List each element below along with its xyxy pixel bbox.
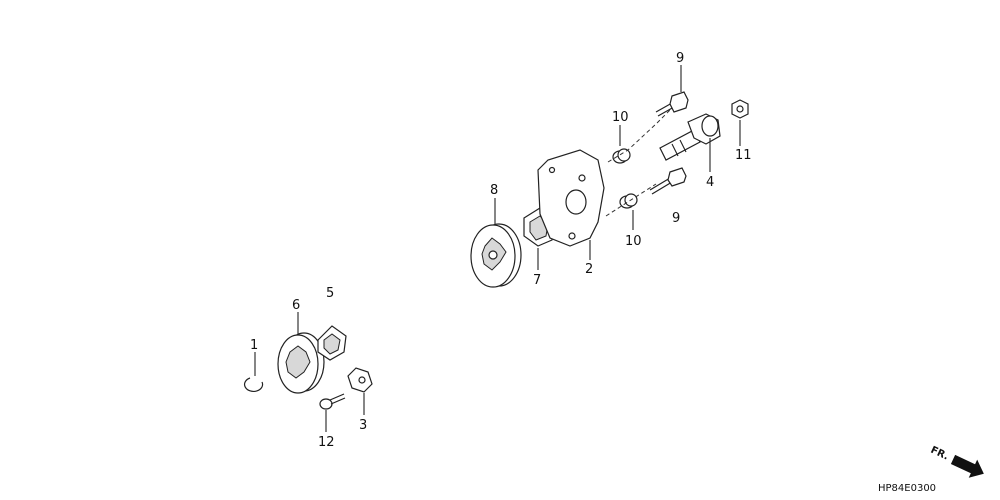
label-part-7: 7 [533, 273, 541, 288]
front-arrow-icon [950, 454, 984, 478]
part-6-outer-rotor [277, 332, 325, 394]
direction-label: FR. [929, 445, 950, 463]
part-11-nut [731, 99, 749, 119]
label-part-5: 5 [326, 286, 334, 301]
drawing-code: HP84E0300 [878, 483, 936, 494]
label-part-12: 12 [318, 435, 335, 450]
part-12-screw [319, 393, 346, 410]
part-3-plate [347, 367, 373, 393]
label-part-4: 4 [706, 175, 714, 190]
part-4-shaft [659, 113, 721, 161]
label-part-3: 3 [359, 418, 367, 433]
alignment-line-upper [607, 109, 671, 163]
label-part-9-upper: 9 [676, 51, 684, 66]
part-10-dowel-pin-lower [619, 193, 638, 209]
part-5-inner-rotor [317, 325, 347, 361]
label-part-1: 1 [250, 338, 258, 353]
part-8-outer-rotor [470, 223, 522, 288]
alignment-line-lower [605, 183, 657, 217]
label-part-2: 2 [585, 262, 593, 277]
part-9-bolt-upper [655, 91, 689, 117]
part-10-dowel-pin-upper [612, 148, 631, 164]
label-part-8: 8 [490, 183, 498, 198]
part-9-bolt-lower [649, 167, 687, 195]
part-2-pump-body [537, 149, 605, 247]
part-1-circlip [243, 377, 264, 393]
front-direction-indicator: FR. [929, 445, 984, 478]
label-part-9-lower: 9 [672, 211, 680, 226]
label-part-11: 11 [735, 148, 752, 163]
label-part-10-lower: 10 [625, 234, 642, 249]
label-part-6: 6 [292, 298, 300, 313]
label-part-10-upper: 10 [612, 110, 629, 125]
